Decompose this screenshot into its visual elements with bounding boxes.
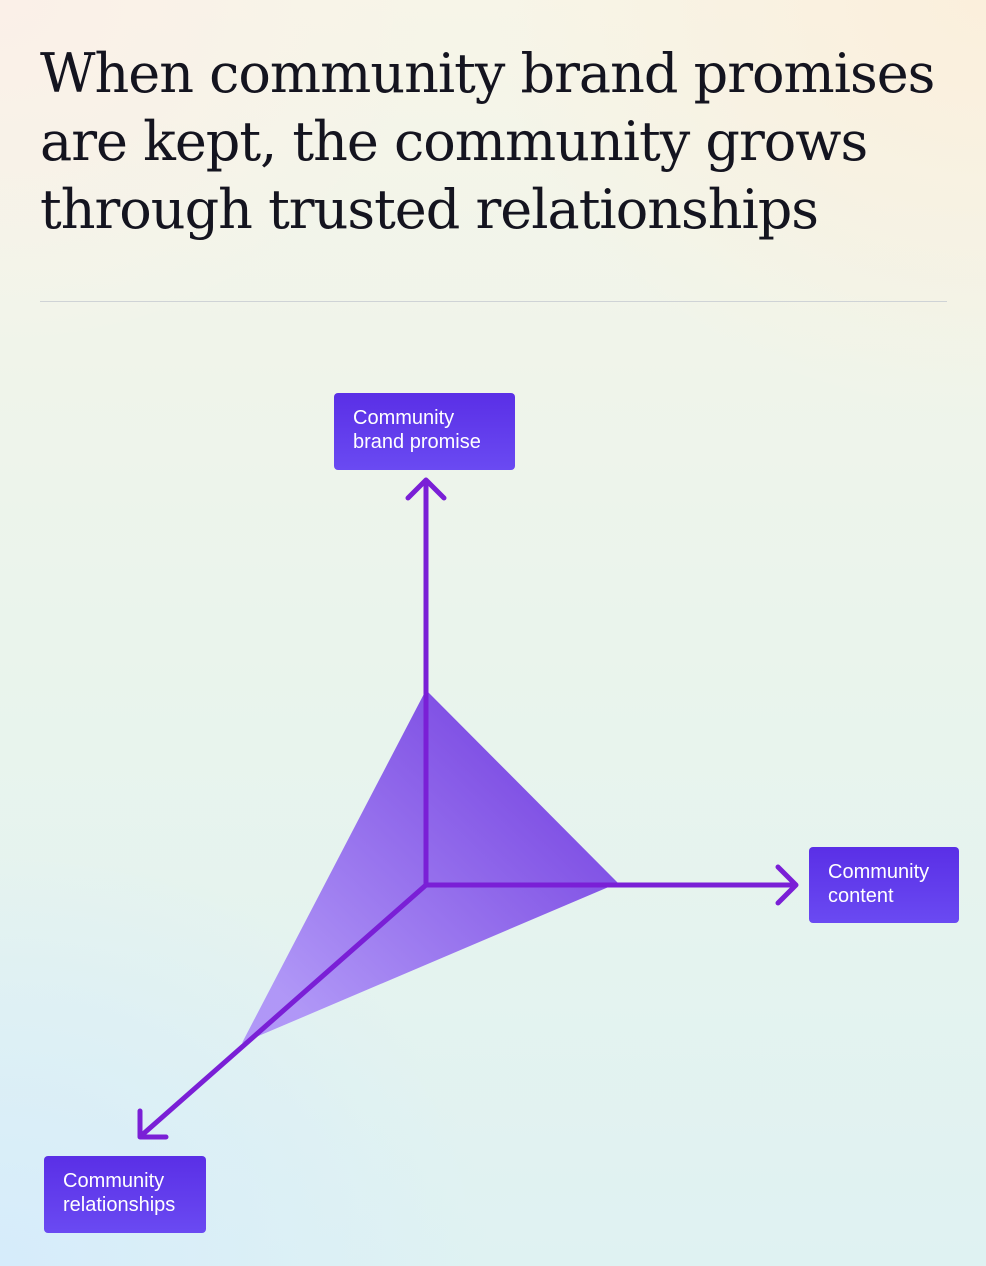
axis-relationships [139, 882, 429, 1138]
arrowhead-relationships [137, 1108, 169, 1140]
label-line: content [828, 885, 894, 907]
page-title: When community brand promises are kept, … [40, 40, 940, 244]
label-community-relationships: Community relationships [44, 1156, 206, 1233]
divider [40, 301, 947, 302]
label-line: relationships [63, 1194, 176, 1216]
title-line: are kept, the community grows [40, 110, 868, 173]
label-community-brand-promise: Community brand promise [334, 393, 515, 470]
label-line: Community [63, 1170, 165, 1192]
arrowhead-brand-promise [405, 477, 447, 501]
label-line: brand promise [353, 431, 481, 453]
title-line: through trusted relationships [40, 178, 819, 241]
label-community-content: Community content [809, 847, 959, 923]
arrowhead-content [775, 864, 799, 906]
title-line: When community brand promises [40, 42, 935, 105]
label-line: Community [353, 407, 455, 429]
label-line: Community [828, 861, 930, 883]
growth-triangle [242, 690, 618, 1043]
